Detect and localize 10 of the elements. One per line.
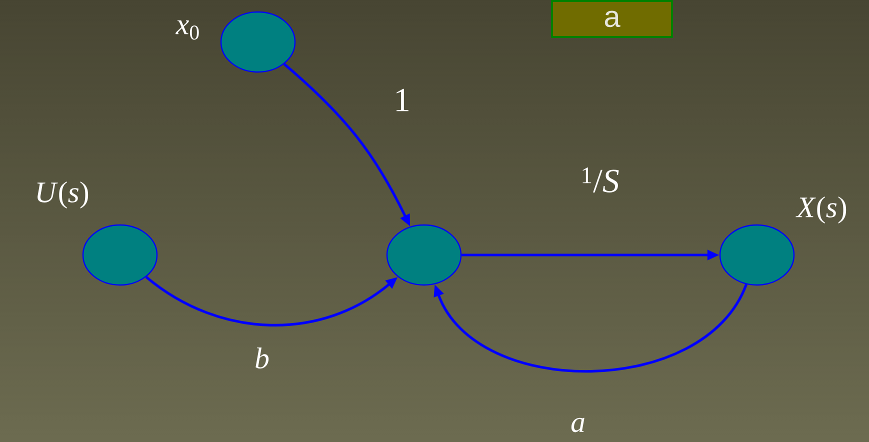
text-box: a — [551, 0, 673, 38]
edge-label: b — [256, 348, 269, 369]
node-label: U(s) — [37, 181, 88, 209]
node-label: X(s) — [796, 196, 846, 224]
node-label: x$_{0}$ — [176, 20, 199, 40]
edge-label: a — [571, 418, 584, 432]
edge-label: $^{1}$/S — [582, 168, 619, 192]
arrow — [434, 284, 748, 373]
edge-label: 1 — [396, 88, 408, 112]
node-ellipse — [386, 224, 462, 286]
